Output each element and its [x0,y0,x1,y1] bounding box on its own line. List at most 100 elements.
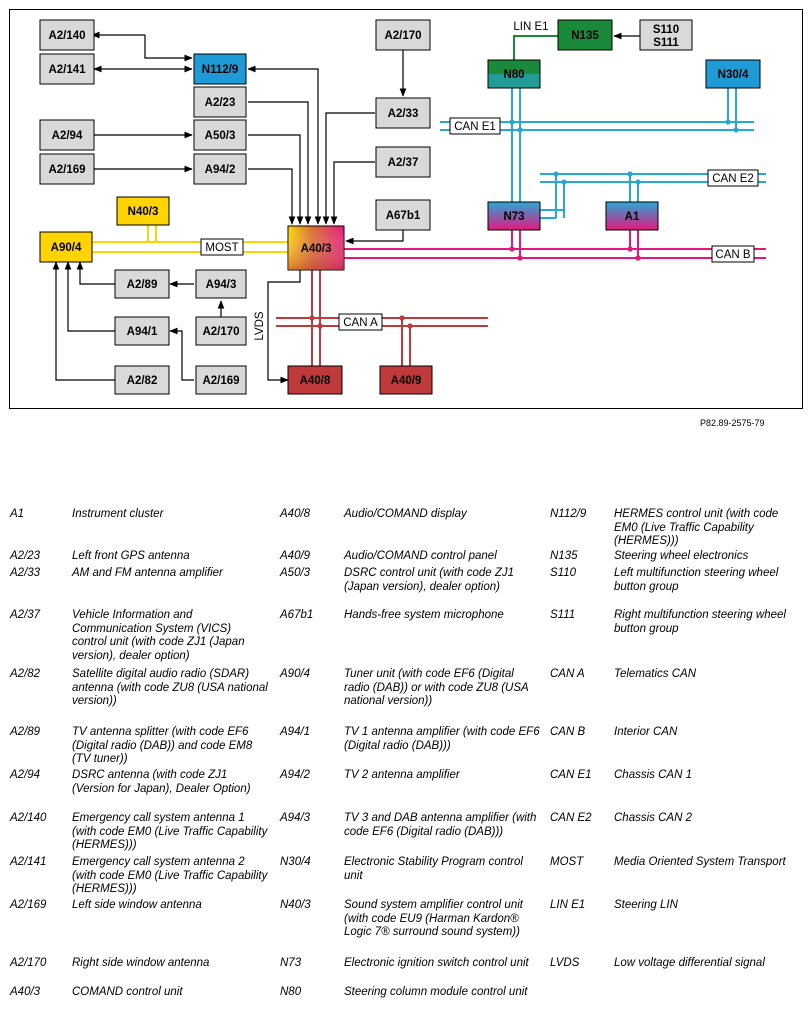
label-lin-e1: LIN E1 [513,21,548,33]
legend-description: Right side window antenna [72,957,210,969]
diagram-canvas: A2/140 A2/141 A2/94 A2/169 N112/9 A2/23 … [9,9,803,409]
legend-description: Instrument cluster [72,508,164,520]
svg-text:A2/89: A2/89 [127,279,158,291]
box-a2-94: A2/94 [39,119,95,151]
box-a40-8: A40/8 [287,365,343,395]
box-a94-2: A94/2 [193,153,247,185]
legend-description: Chassis CAN 2 [614,812,692,824]
svg-text:A40/8: A40/8 [300,375,331,387]
legend-code: N30/4 [280,856,311,868]
legend-description: Hands-free system microphone [344,609,504,621]
svg-text:A40/3: A40/3 [301,243,332,255]
legend-code: A2/169 [10,899,47,911]
legend-description: Steering LIN [614,899,678,911]
svg-text:A2/82: A2/82 [127,375,158,387]
legend-description: TV antenna splitter (with code EF6 (Digi… [72,726,253,765]
lin-e1-line [513,35,558,60]
box-s110-s111: S110 S111 [639,19,693,51]
legend-code: A40/9 [280,550,311,562]
box-n135: N135 [557,19,613,51]
box-a2-140: A2/140 [39,19,95,51]
legend-description: Vehicle Information and Communication Sy… [72,609,245,662]
box-n30-4: N30/4 [705,59,761,89]
signal-arrows [52,31,640,384]
svg-text:CAN B: CAN B [715,249,750,261]
legend-code: A40/3 [10,986,41,998]
svg-text:CAN A: CAN A [343,317,378,329]
legend-description: Electronic ignition switch control unit [344,957,529,969]
can-b-junctions [509,246,641,261]
box-a2-89: A2/89 [114,269,170,299]
legend-code: A2/37 [10,609,41,621]
svg-text:CAN E1: CAN E1 [454,121,496,133]
box-a2-37: A2/37 [375,146,431,178]
legend-description: Steering wheel electronics [614,550,749,562]
svg-text:A2/140: A2/140 [48,30,85,42]
label-can-e1: CAN E1 [449,117,501,135]
svg-text:A40/9: A40/9 [391,375,422,387]
legend-description: Chassis CAN 1 [614,769,692,781]
svg-text:A94/3: A94/3 [206,279,237,291]
legend-code: A94/1 [280,726,311,738]
legend-code: A2/89 [10,726,41,738]
svg-text:N40/3: N40/3 [128,206,159,218]
legend-description: Left front GPS antenna [72,550,190,562]
legend-code: A94/2 [280,769,311,781]
label-lvds: LVDS [254,311,266,341]
label-most: MOST [200,238,244,256]
legend-description: Tuner unit (with code EF6 (Digital radio… [344,668,529,707]
label-can-a: CAN A [338,313,383,331]
legend-description: TV 2 antenna amplifier [344,769,460,781]
legend-code: LVDS [550,957,580,969]
box-a2-170-left: A2/170 [195,316,247,346]
legend-description: Sound system amplifier control unit (wit… [344,899,523,938]
legend-description: COMAND control unit [72,986,183,998]
legend-code: A2/33 [10,567,41,579]
legend-description: Steering column module control unit [344,986,528,998]
box-n112-9: N112/9 [193,53,247,85]
svg-text:A2/33: A2/33 [388,108,419,120]
legend-description: Media Oriented System Transport [614,856,786,868]
box-a94-1: A94/1 [114,316,170,346]
label-can-b: CAN B [711,245,755,263]
svg-text:CAN E2: CAN E2 [712,173,754,185]
box-a67b1: A67b1 [375,199,431,231]
legend-code: A40/8 [280,508,311,520]
legend-code: CAN B [550,726,586,738]
svg-text:A2/141: A2/141 [48,64,86,76]
box-a40-9: A40/9 [379,365,433,395]
box-a2-169-bottom: A2/169 [195,365,247,395]
network-diagram: A2/140 A2/141 A2/94 A2/169 N112/9 A2/23 … [0,0,812,440]
legend-description: Emergency call system antenna 1 (with co… [72,812,268,851]
svg-text:A67b1: A67b1 [386,210,421,222]
legend-code: CAN A [550,668,585,680]
box-a50-3: A50/3 [193,119,247,151]
svg-text:A94/1: A94/1 [127,326,158,338]
svg-text:N73: N73 [503,211,524,223]
legend-description: TV 3 and DAB antenna amplifier (with cod… [344,812,537,838]
legend-code: MOST [550,856,584,868]
legend-description: Electronic Stability Program control uni… [344,856,523,882]
box-n80: N80 [487,59,541,89]
legend-description: DSRC antenna (with code ZJ1 (Version for… [72,769,251,795]
legend-description: Left multifunction steering wheel button… [614,567,779,593]
box-a2-82: A2/82 [114,365,170,395]
legend-code: N40/3 [280,899,311,911]
legend-code: CAN E2 [550,812,592,824]
can-e-junctions [509,119,739,185]
svg-text:A2/37: A2/37 [388,157,419,169]
svg-text:A2/169: A2/169 [202,375,239,387]
legend-code: A50/3 [280,567,311,579]
legend-description: TV 1 antenna amplifier (with code EF6 (D… [344,726,540,752]
legend-description: Right multifunction steering wheel butto… [614,609,786,635]
svg-text:A2/170: A2/170 [202,326,239,338]
svg-text:N112/9: N112/9 [202,64,238,76]
svg-text:N80: N80 [503,69,524,81]
can-a-junctions [309,315,413,329]
legend-code: A2/170 [10,957,47,969]
box-a2-141: A2/141 [39,53,95,85]
legend-code: N112/9 [550,508,587,520]
legend-code: A90/4 [280,668,311,680]
legend-description: Telematics CAN [614,668,697,680]
box-a2-23: A2/23 [193,86,247,118]
